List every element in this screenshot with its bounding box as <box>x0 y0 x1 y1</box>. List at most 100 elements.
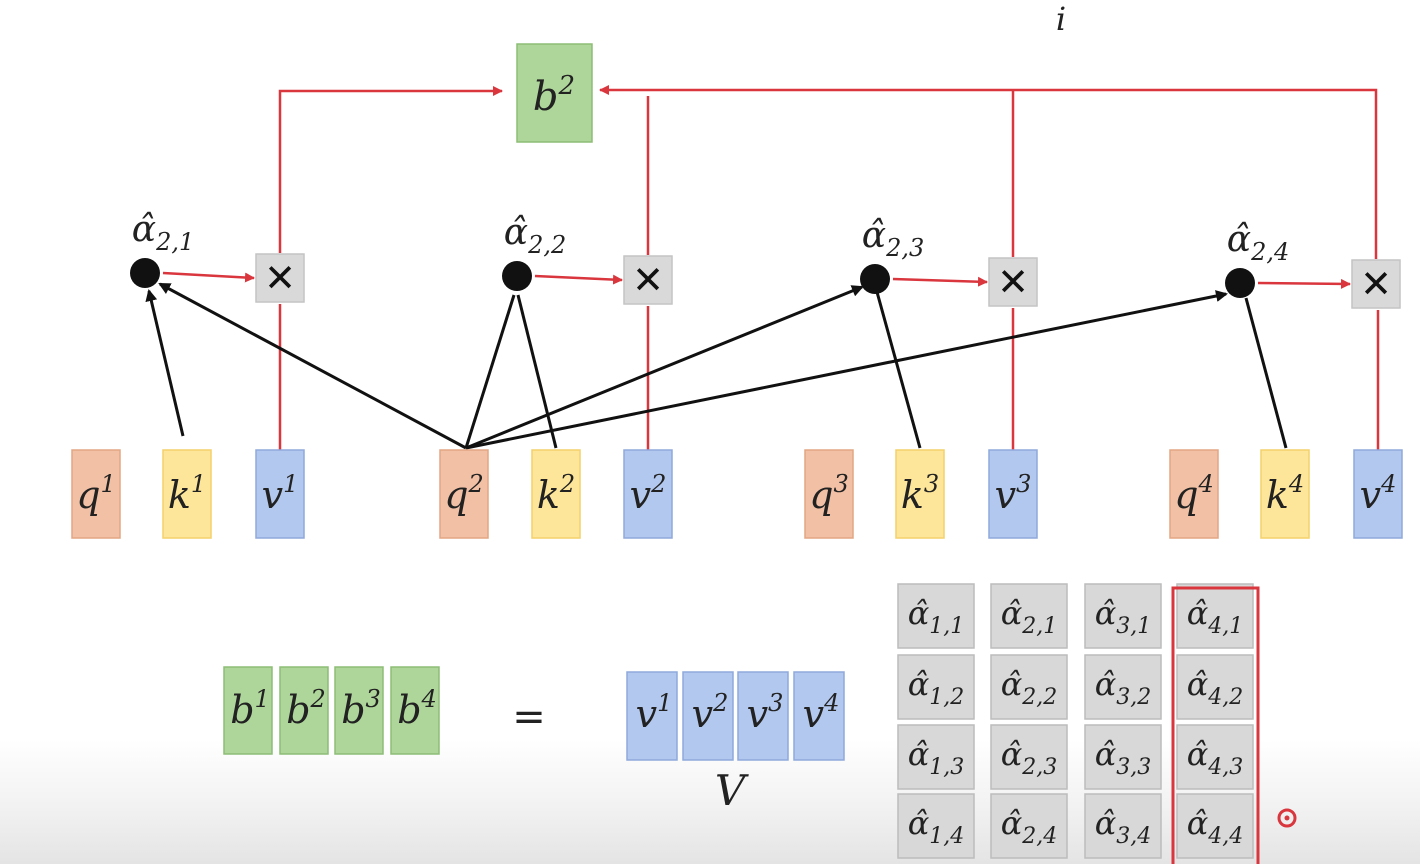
key-2-to-score-2-line <box>516 294 558 449</box>
corner-label: i <box>1056 0 1066 38</box>
attention-matrix-label-1-2: α̂2,1 <box>1001 594 1058 639</box>
attention-matrix-cell-3-3 <box>1084 724 1162 790</box>
attention-score-label-4-sub: 2,4 <box>1250 238 1289 266</box>
k-vector-box-2 <box>531 449 581 539</box>
attention-matrix-label-1-2-base: α̂ <box>1001 594 1023 632</box>
attention-matrix-label-4-2-base: α̂ <box>1001 804 1023 842</box>
query-2-to-score-2-line <box>464 294 516 449</box>
attention-matrix-label-2-4-base: α̂ <box>1187 665 1209 703</box>
attention-matrix-cell-4-1 <box>897 793 975 859</box>
query-2-to-score-1-arrow <box>158 282 467 450</box>
q-vector-label-2-sup: 2 <box>468 470 484 498</box>
output-matrix-label-3-base: b <box>341 688 365 732</box>
attention-matrix-label-1-4: α̂4,1 <box>1187 594 1244 639</box>
attention-matrix-label-3-2-sub: 2,3 <box>1021 755 1057 780</box>
attention-matrix-label-4-4-base: α̂ <box>1187 804 1209 842</box>
output-node-label-sup: 2 <box>558 71 576 101</box>
multiply-node-box-1 <box>255 253 305 303</box>
value-matrix-label-3-base: v <box>747 692 769 736</box>
v-vector-label-3-sup: 3 <box>1016 470 1031 498</box>
attention-matrix-cell-1-2 <box>990 583 1068 649</box>
attention-matrix-label-2-2-base: α̂ <box>1001 665 1023 703</box>
output-matrix-label-4-sup: 4 <box>421 685 437 713</box>
multiply-icon-2: ✕ <box>632 258 664 302</box>
attention-matrix-label-4-4-sub: 4,4 <box>1207 824 1243 849</box>
query-2-to-score-4-arrow <box>465 290 1228 450</box>
multiply-node-box-2 <box>623 255 673 305</box>
multiply-icon-4: ✕ <box>1360 262 1392 306</box>
highlighted-column-frame <box>1171 586 1260 864</box>
attention-matrix-label-2-3-sub: 3,2 <box>1116 685 1151 710</box>
value-matrix-label-2: v2 <box>692 689 729 736</box>
attention-score-label-1-base: α̂ <box>132 209 156 250</box>
q-vector-box-2 <box>439 449 489 539</box>
attention-matrix-label-4-3-base: α̂ <box>1095 804 1117 842</box>
attention-matrix-cell-1-3 <box>1084 583 1162 649</box>
attention-matrix-cell-4-3 <box>1084 793 1162 859</box>
k-vector-label-2: k2 <box>537 470 575 517</box>
attention-matrix-label-2-4-sub: 4,2 <box>1207 685 1243 710</box>
output-matrix-label-2: b2 <box>286 685 326 732</box>
q-vector-label-1-base: q <box>76 473 100 517</box>
output-matrix-box-2 <box>279 666 329 755</box>
output-matrix-label-4-base: b <box>397 688 421 732</box>
attention-matrix-cell-4-2 <box>990 793 1068 859</box>
attention-matrix-label-3-3-base: α̂ <box>1095 735 1117 773</box>
attention-matrix-label-2-1: α̂1,2 <box>908 665 965 710</box>
attention-matrix-label-3-2-base: α̂ <box>1001 735 1023 773</box>
attention-matrix-label-3-3: α̂3,3 <box>1095 735 1152 780</box>
output-matrix-label-3: b3 <box>341 685 381 732</box>
attention-matrix-label-1-3-base: α̂ <box>1095 594 1117 632</box>
value-matrix-label-4-base: v <box>803 692 825 736</box>
attention-matrix-label-3-4-sub: 4,3 <box>1207 755 1243 780</box>
attention-matrix-cell-3-4 <box>1176 724 1254 790</box>
k-vector-label-2-base: k <box>537 473 560 517</box>
attention-score-node-2 <box>502 261 532 291</box>
score-to-multiply-arrow-2 <box>534 274 623 285</box>
output-matrix-box-1 <box>223 666 273 755</box>
attention-matrix-label-4-1-base: α̂ <box>908 804 930 842</box>
q-vector-label-3-sup: 3 <box>834 470 849 498</box>
k-vector-label-1-sup: 1 <box>191 470 206 498</box>
attention-score-label-3-sub: 2,3 <box>885 234 924 262</box>
output-node-label: b2 <box>533 71 575 120</box>
attention-matrix-label-1-1: α̂1,1 <box>908 594 965 639</box>
value-matrix-box-1 <box>626 671 678 761</box>
v-vector-box-1 <box>255 449 305 539</box>
attention-matrix-label-1-1-sub: 1,1 <box>929 614 964 639</box>
attention-matrix-label-4-2: α̂2,4 <box>1001 804 1058 849</box>
attention-matrix-cell-3-1 <box>897 724 975 790</box>
attention-matrix-label-4-3-sub: 3,4 <box>1116 824 1151 849</box>
value-matrix-label-1-sup: 1 <box>657 689 672 717</box>
score-to-multiply-arrow-3 <box>892 276 988 287</box>
multiply-node-box-3 <box>988 257 1038 307</box>
attention-matrix-cell-3-2 <box>990 724 1068 790</box>
attention-score-label-1: α̂2,1 <box>132 209 194 256</box>
output-matrix-box-3 <box>334 666 384 755</box>
v-vector-label-4-base: v <box>1360 473 1382 517</box>
score-to-multiply-arrow-4 <box>1257 278 1351 289</box>
output-node-box <box>516 43 593 143</box>
q-vector-label-2: q2 <box>444 470 484 517</box>
attention-matrix-label-1-3-sub: 3,1 <box>1116 614 1151 639</box>
multiply-icon-3: ✕ <box>997 260 1029 304</box>
value-matrix-label-1-base: v <box>636 692 658 736</box>
q-vector-label-1-sup: 1 <box>101 470 116 498</box>
key-3-to-score-3-line <box>875 291 922 449</box>
attention-score-label-3-base: α̂ <box>862 215 886 256</box>
attention-matrix-label-3-1-sub: 1,3 <box>929 755 964 780</box>
value-matrix-label-1: v1 <box>636 689 673 736</box>
key-4-to-score-4-line <box>1244 297 1288 449</box>
attention-matrix-cell-2-3 <box>1084 654 1162 720</box>
v-vector-box-3 <box>988 449 1038 539</box>
k-vector-label-3-base: k <box>901 473 924 517</box>
attention-matrix-label-1-3: α̂3,1 <box>1095 594 1152 639</box>
v-vector-label-2-sup: 2 <box>650 470 666 498</box>
q-vector-label-2-base: q <box>444 473 468 517</box>
k-vector-box-4 <box>1260 449 1310 539</box>
attention-matrix-label-2-1-base: α̂ <box>908 665 930 703</box>
q-vector-label-4-base: q <box>1174 473 1198 517</box>
k-vector-label-3-sup: 3 <box>924 470 939 498</box>
